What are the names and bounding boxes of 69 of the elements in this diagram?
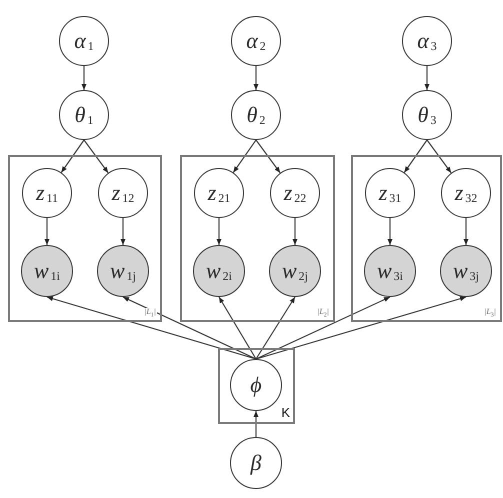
variable-circle xyxy=(59,16,109,66)
observed-variable-circle xyxy=(440,245,492,297)
variable-label: θ$_{3}$ xyxy=(418,104,436,126)
variable-circle xyxy=(231,90,281,140)
variable-label: ϕ xyxy=(250,374,262,396)
arrow xyxy=(424,66,430,90)
plate-label: |L$_{2}$| xyxy=(316,308,330,319)
plate-label: |L$_{1}$| xyxy=(143,308,157,319)
variable-circle xyxy=(402,16,452,66)
variable-label: z$_{22}$ xyxy=(284,182,306,204)
plate-box xyxy=(218,348,295,424)
variable-label: z$_{21}$ xyxy=(208,182,230,204)
variable-label: θ$_{1}$ xyxy=(74,104,94,126)
variable-label: β xyxy=(250,452,262,474)
arrow xyxy=(464,218,468,245)
plate-box xyxy=(351,155,502,322)
variable-circle xyxy=(441,168,491,218)
variable-label: z$_{12}$ xyxy=(112,182,134,204)
arrow xyxy=(82,66,86,90)
arrow xyxy=(232,140,256,173)
arrow xyxy=(216,218,222,245)
variable-label: θ$_{2}$ xyxy=(246,104,266,126)
arrow xyxy=(404,140,428,173)
arrow xyxy=(84,140,109,174)
variable-circle xyxy=(231,16,281,66)
arrow xyxy=(256,296,296,360)
variable-label: α$_{2}$ xyxy=(246,30,266,52)
plate-label: |L$_{3}$| xyxy=(483,308,497,319)
variable-label: w$_{2j}$ xyxy=(282,260,308,282)
observed-variable-circle xyxy=(97,245,149,297)
observed-variable-circle xyxy=(21,245,73,297)
variable-label: α$_{3}$ xyxy=(417,30,437,52)
variable-circle xyxy=(365,168,415,218)
arrow xyxy=(218,296,256,360)
variable-label: w$_{1j}$ xyxy=(110,260,136,282)
variable-label: z$_{11}$ xyxy=(36,182,58,204)
variable-circle xyxy=(230,437,282,489)
variable-label: w$_{3i}$ xyxy=(376,260,404,282)
arrow xyxy=(122,296,256,360)
variable-label: w$_{3j}$ xyxy=(452,260,480,282)
arrow xyxy=(426,140,452,174)
variable-circle xyxy=(194,168,244,218)
arrow xyxy=(388,218,392,245)
plate-box xyxy=(180,155,335,322)
observed-variable-circle xyxy=(364,245,416,297)
variable-circle xyxy=(22,168,72,218)
arrow xyxy=(256,296,466,360)
variable-label: z$_{31}$ xyxy=(378,182,402,204)
variable-circle xyxy=(59,90,109,140)
arrow xyxy=(254,66,258,90)
variable-circle xyxy=(98,168,148,218)
variable-label: w$_{1i}$ xyxy=(34,260,60,282)
arrow xyxy=(254,411,258,437)
variable-circle xyxy=(230,359,282,411)
plate-box xyxy=(8,155,162,322)
variable-label: z$_{32}$ xyxy=(454,182,478,204)
arrow xyxy=(60,140,84,173)
observed-variable-circle xyxy=(269,245,321,297)
variable-circle xyxy=(270,168,320,218)
arrow xyxy=(46,296,256,360)
variable-circle xyxy=(402,90,452,140)
variable-label: w$_{2i}$ xyxy=(206,260,232,282)
plate-label: K xyxy=(281,406,290,419)
variable-label: α$_{1}$ xyxy=(74,30,94,52)
arrow xyxy=(292,218,298,245)
arrow xyxy=(256,140,281,174)
arrow xyxy=(44,218,50,245)
arrow xyxy=(120,218,126,245)
observed-variable-circle xyxy=(193,245,245,297)
